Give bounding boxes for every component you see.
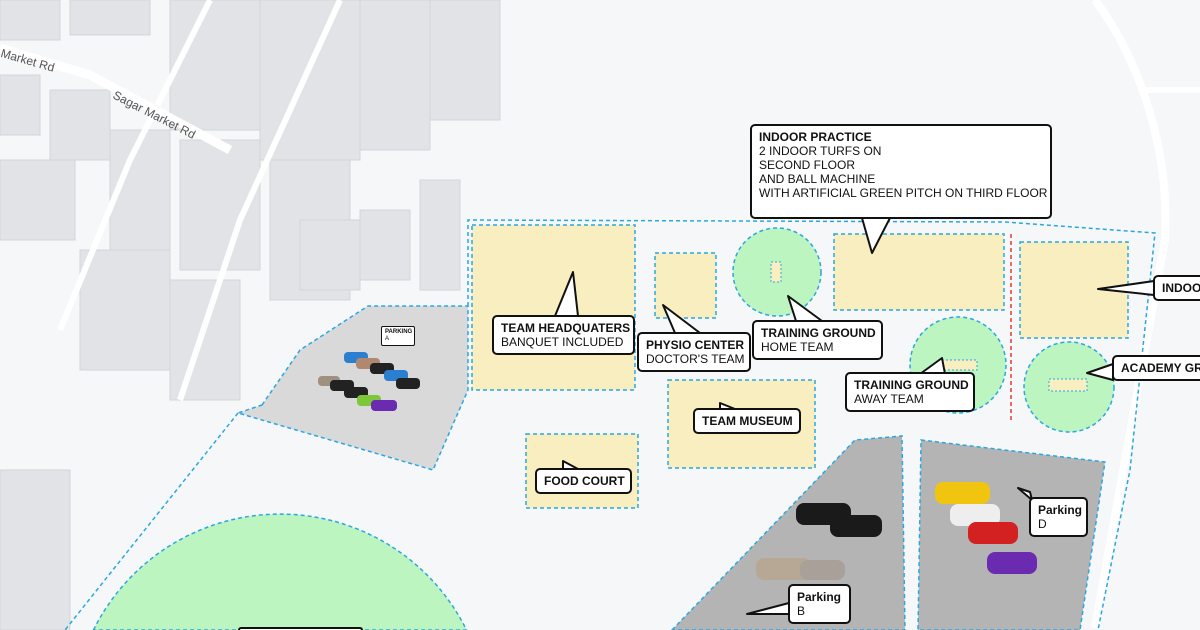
label-title: ACADEMY GR	[1121, 361, 1200, 375]
team-hq-zone[interactable]	[471, 224, 636, 391]
label-title: Parking	[1038, 503, 1083, 517]
label-title: INDOOR PRACTICE	[759, 130, 872, 144]
callout-main-ground[interactable]	[238, 627, 363, 630]
label-line: 2 INDOOR TURFS ON	[759, 144, 882, 158]
label-title: INDOO	[1162, 281, 1200, 295]
parking-b-zone[interactable]	[670, 435, 906, 630]
label-line: AND BALL MACHINE	[759, 172, 876, 186]
label-title: TEAM MUSEUM	[702, 414, 793, 428]
callout-museum[interactable]: TEAM MUSEUM	[693, 408, 801, 434]
callout-food-court[interactable]: FOOD COURT	[535, 468, 632, 494]
label-sub: B	[797, 604, 806, 618]
label-sub: HOME TEAM	[761, 340, 834, 354]
callout-academy[interactable]: ACADEMY GR	[1112, 355, 1200, 381]
label-line: SECOND FLOOR	[759, 158, 856, 172]
callout-indoor[interactable]: INDOO	[1153, 275, 1200, 301]
main-ground[interactable]	[92, 513, 468, 630]
label-title: PARKING	[385, 329, 413, 335]
callout-indoor-practice[interactable]: INDOOR PRACTICE 2 INDOOR TURFS ON SECOND…	[750, 124, 1052, 219]
label-title: PHYSIO CENTER	[646, 338, 745, 352]
site-boundary	[64, 219, 1156, 630]
city-buildings	[0, 0, 501, 630]
label-title: TEAM HEADQUATERS	[501, 321, 631, 335]
label-title: FOOD COURT	[544, 474, 625, 488]
label-sub: D	[1038, 517, 1047, 531]
label-sub: AWAY TEAM	[854, 392, 924, 406]
label-sub: BANQUET INCLUDED	[501, 335, 624, 349]
label-sub: DOCTOR'S TEAM	[646, 352, 745, 366]
label-sub: A	[385, 336, 390, 342]
cars	[318, 352, 1037, 580]
label-title: TRAINING GROUND	[854, 378, 969, 392]
label-title: Parking	[797, 590, 842, 604]
indoor-practice-zone[interactable]	[833, 233, 1005, 311]
label-line: WITH ARTIFICIAL GREEN PITCH ON THIRD FLO…	[759, 186, 1048, 200]
label-title: TRAINING GROUND	[761, 326, 876, 340]
